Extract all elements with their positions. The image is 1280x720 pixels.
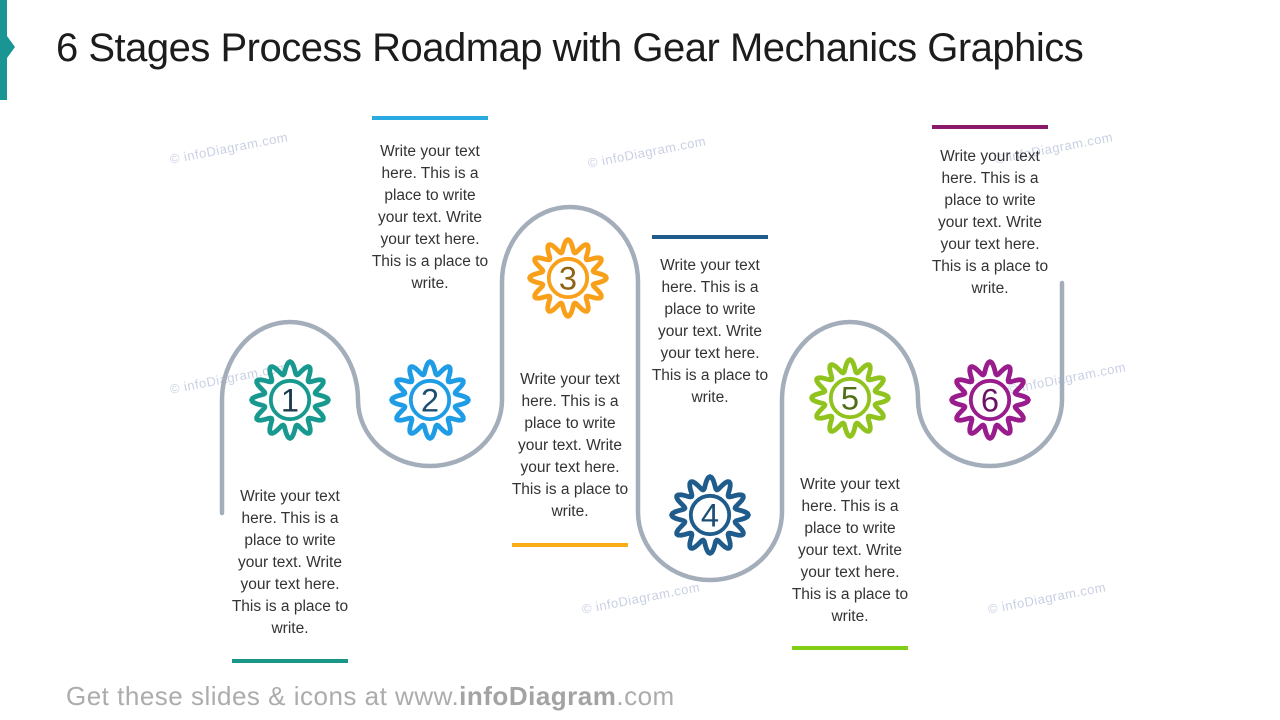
gear-outline <box>389 359 471 441</box>
stage-accent-line <box>792 646 908 650</box>
footer-brand: infoDiagram <box>459 681 617 711</box>
accent-bar-shape <box>0 0 15 100</box>
stage-text: Write your text here. This is a place to… <box>791 476 909 625</box>
gear-outline <box>249 359 331 441</box>
stage-number: 3 <box>559 260 577 297</box>
page-title: 6 Stages Process Roadmap with Gear Mecha… <box>56 26 1084 70</box>
gear-inner-circle <box>828 376 872 420</box>
gear-icon-1: 1 <box>249 359 331 441</box>
stage-text: Write your text here. This is a place to… <box>371 143 489 292</box>
stage-number: 6 <box>981 382 999 419</box>
footer-credit[interactable]: Get these slides & icons at www.infoDiag… <box>66 681 675 712</box>
gear-outline <box>949 359 1031 441</box>
gear-icon-4: 4 <box>669 474 751 556</box>
gear-inner-circle <box>268 378 312 422</box>
stage-accent-line <box>512 543 628 547</box>
slide-accent-shape <box>0 0 15 100</box>
stage-text: Write your text here. This is a place to… <box>231 488 349 637</box>
gear-icon-2: 2 <box>389 359 471 441</box>
stage-accent-line <box>652 235 768 239</box>
stage-number: 4 <box>701 497 719 534</box>
gear-inner-circle <box>968 378 1012 422</box>
stage-number: 1 <box>281 382 299 419</box>
stage-accent-line <box>372 116 488 120</box>
stage-number: 5 <box>841 380 859 417</box>
footer-text-suffix: .com <box>616 681 675 711</box>
stage-number: 2 <box>421 382 439 419</box>
gear-icon-3: 3 <box>527 237 609 319</box>
footer-text-prefix: Get these slides & icons at www. <box>66 681 460 711</box>
stage-accent-line <box>932 125 1048 129</box>
stage-text: Write your text here. This is a place to… <box>651 257 769 406</box>
stage-text: Write your text here. This is a place to… <box>931 148 1049 297</box>
stage-text: Write your text here. This is a place to… <box>511 371 629 520</box>
gear-inner-circle <box>688 493 732 537</box>
gear-icon-6: 6 <box>949 359 1031 441</box>
gear-icon-5: 5 <box>809 357 891 439</box>
gear-outline <box>809 357 891 439</box>
connector-line <box>219 204 1065 583</box>
gear-inner-circle <box>546 256 590 300</box>
gear-inner-circle <box>408 378 452 422</box>
stage-accent-line <box>232 659 348 663</box>
gear-outline <box>669 474 751 556</box>
gear-outline <box>527 237 609 319</box>
